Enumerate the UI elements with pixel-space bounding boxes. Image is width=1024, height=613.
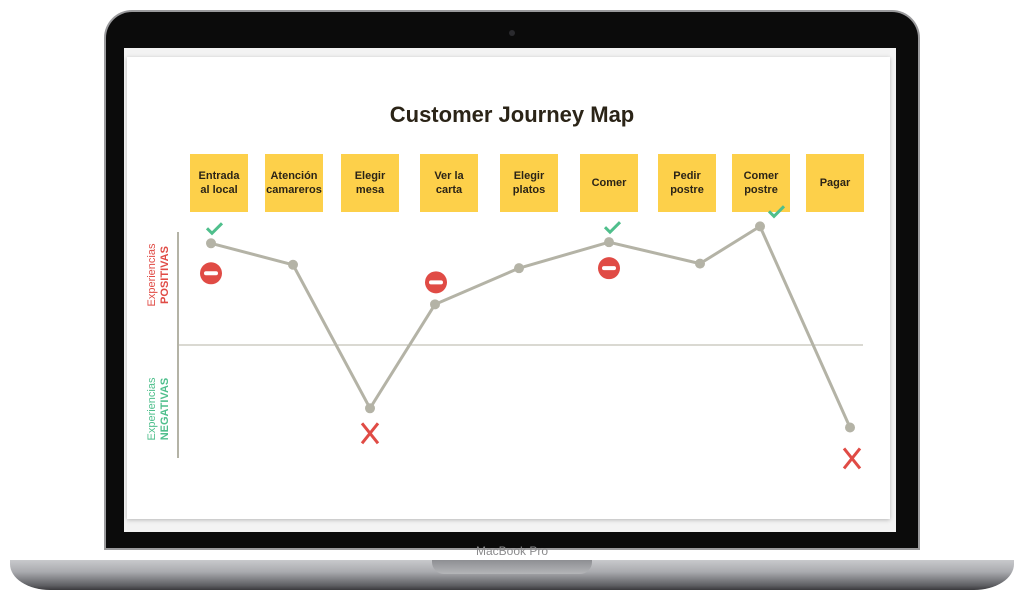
x-icon	[360, 422, 380, 445]
step-label: Elegir mesa	[355, 169, 386, 197]
step-label-line: mesa	[355, 184, 385, 196]
check-icon	[205, 222, 224, 236]
journey-step-box: Atención camareros	[265, 154, 323, 212]
data-point	[514, 263, 524, 274]
step-label-line: Pedir	[673, 170, 701, 182]
step-label-line: Entrada	[198, 170, 240, 182]
step-label: Atención camareros	[266, 169, 322, 197]
minus-icon-bar	[429, 280, 443, 285]
camera-icon	[509, 30, 515, 36]
x-icon	[842, 447, 862, 470]
step-label-line: Elegir	[513, 170, 545, 182]
data-point	[755, 221, 765, 232]
check-icon	[603, 221, 622, 235]
step-label: Comer postre	[744, 169, 779, 197]
step-label-line: Comer	[591, 177, 627, 189]
check-icon	[767, 205, 786, 219]
data-point	[845, 422, 855, 433]
journey-step-box: Entrada al local	[190, 154, 248, 212]
step-label-line: Pagar	[819, 177, 851, 189]
data-point	[430, 299, 440, 310]
page-title: Customer Journey Map	[389, 102, 635, 127]
journey-step-box: Pagar	[806, 154, 864, 212]
step-label-line: Atención	[270, 170, 318, 182]
data-point	[365, 403, 375, 414]
step-label-line: carta	[435, 184, 463, 196]
step-label-line: Elegir	[354, 170, 386, 182]
step-label-line: camareros	[266, 184, 322, 196]
minus-icon-bar	[602, 266, 616, 271]
step-label: Pagar	[820, 176, 851, 190]
step-label-line: al local	[200, 184, 238, 196]
journey-step-box: Comer postre	[732, 154, 790, 212]
step-label-line: postre	[744, 184, 778, 196]
device-label: MacBook Pro	[475, 544, 549, 558]
journey-step-box: Elegir platos	[500, 154, 558, 212]
journey-line	[210, 224, 852, 429]
step-label: Entrada al local	[199, 169, 240, 197]
laptop-notch	[432, 560, 592, 574]
data-point	[288, 259, 298, 270]
data-point	[604, 237, 614, 248]
journey-step-box: Pedir postre	[658, 154, 716, 212]
journey-step-box: Comer	[580, 154, 638, 212]
step-label-line: platos	[512, 184, 546, 196]
journey-step-box: Ver la carta	[420, 154, 478, 212]
slide	[127, 57, 890, 519]
step-label-line: postre	[670, 184, 704, 196]
data-point	[206, 238, 216, 249]
data-point	[695, 258, 705, 269]
step-label: Pedir postre	[670, 169, 704, 197]
journey-step-box: Elegir mesa	[341, 154, 399, 212]
step-label: Ver la carta	[434, 169, 463, 197]
step-label: Comer	[592, 176, 627, 190]
step-label-line: Ver la	[434, 170, 464, 182]
minus-icon-bar	[204, 271, 218, 276]
step-label-line: Comer	[743, 170, 779, 182]
step-label: Elegir platos	[513, 169, 545, 197]
